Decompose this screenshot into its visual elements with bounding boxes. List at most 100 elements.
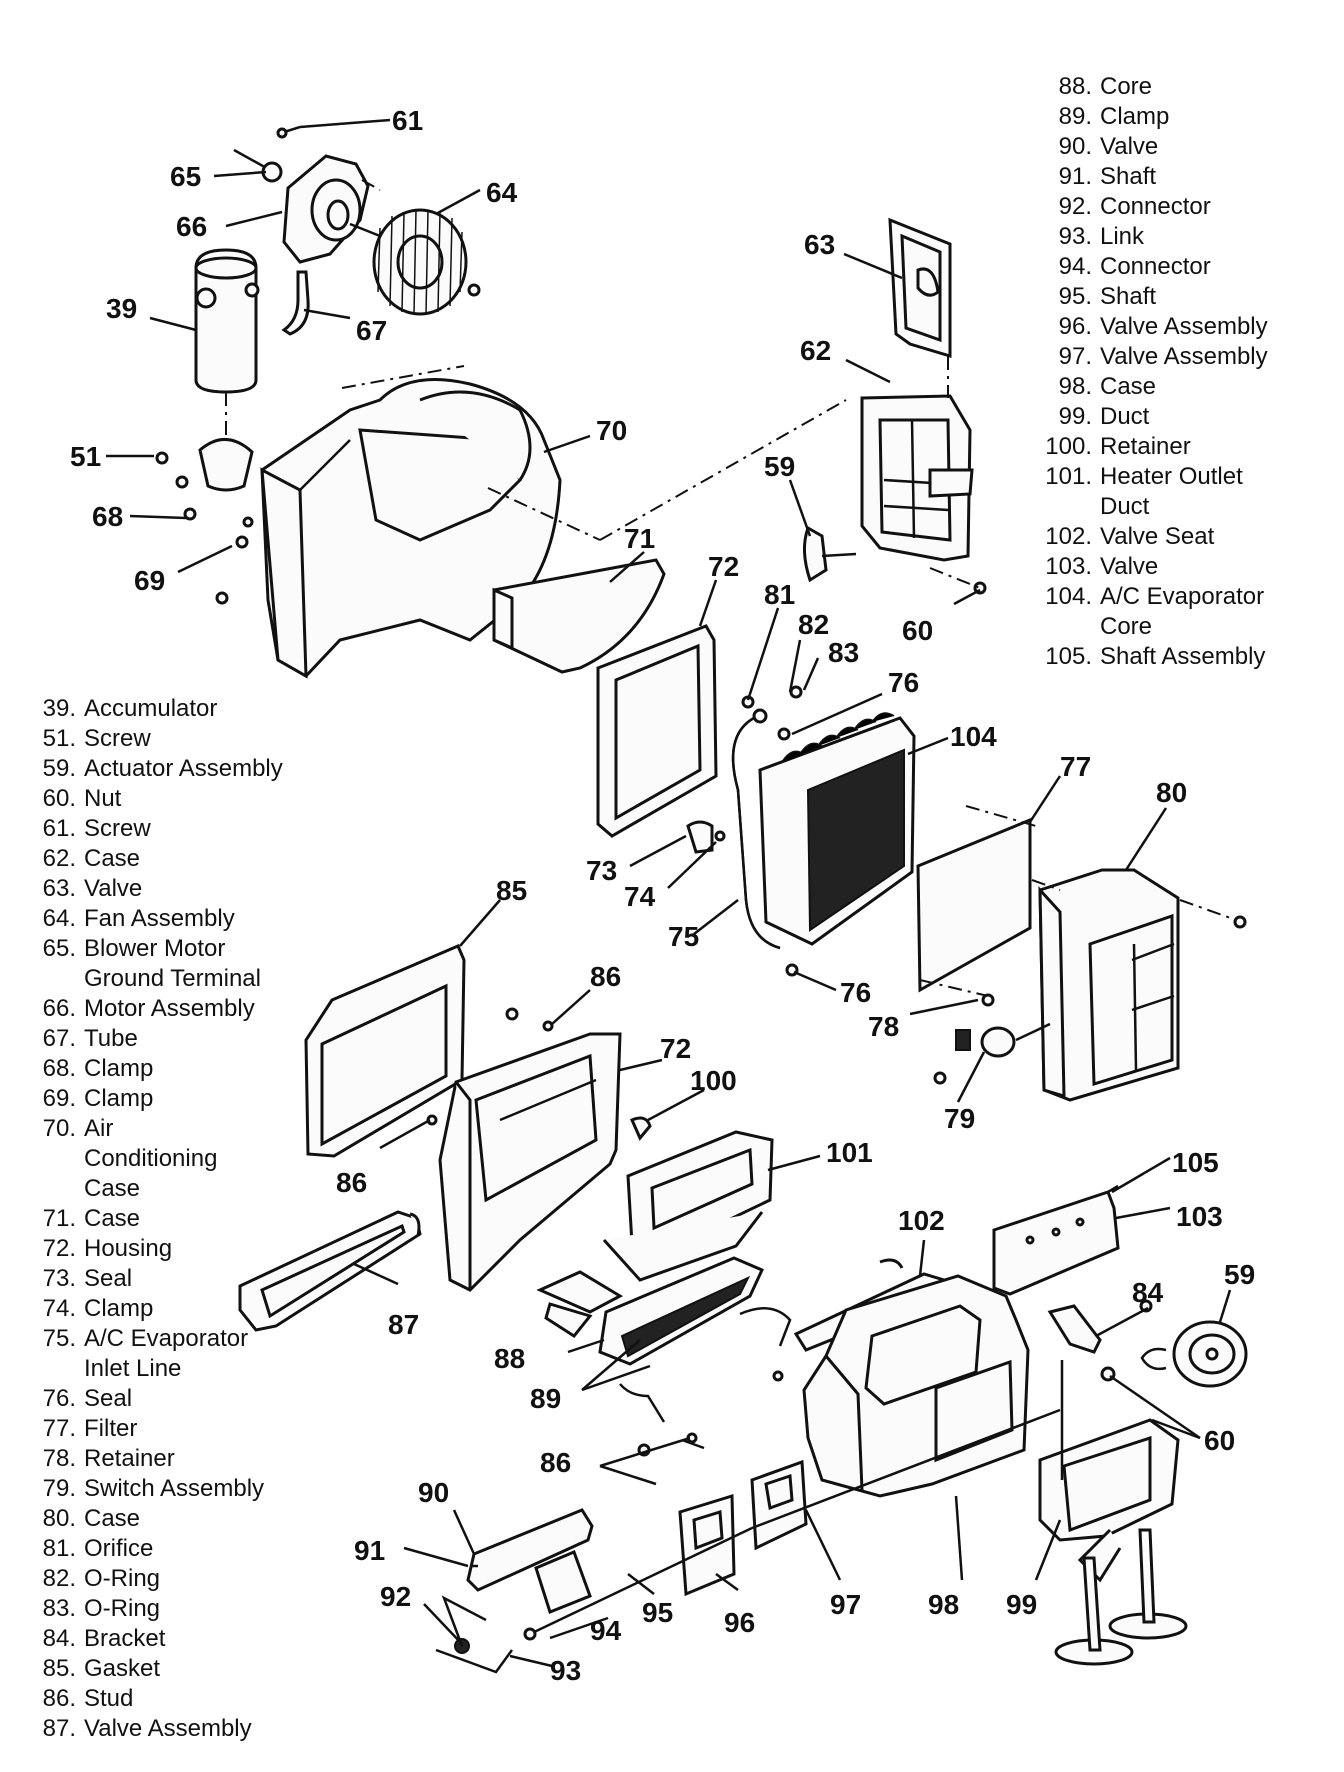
callout-75: 75 bbox=[668, 921, 699, 952]
callout-79: 79 bbox=[944, 1103, 975, 1134]
legend-item: 67.Tube bbox=[20, 1024, 283, 1054]
legend-item: 66.Motor Assembly bbox=[20, 994, 283, 1024]
legend-item-name: Accumulator bbox=[84, 695, 218, 722]
callout-101: 101 bbox=[826, 1137, 873, 1168]
part-65-ground-terminal bbox=[233, 148, 283, 183]
legend-item-name: Valve Assembly bbox=[1100, 313, 1268, 340]
legend-item-number: 64. bbox=[42, 905, 76, 932]
legend-item: 79.Switch Assembly bbox=[20, 1474, 283, 1504]
legend-item: 82.O-Ring bbox=[20, 1564, 283, 1594]
legend-item: 72.Housing bbox=[20, 1234, 283, 1264]
legend-item-name: Shaft bbox=[1100, 163, 1157, 190]
part-72-housing-lower bbox=[438, 1032, 622, 1292]
part-104-evaporator-core bbox=[758, 712, 916, 946]
legend-item-number: 66. bbox=[42, 995, 76, 1022]
part-88-core bbox=[536, 1256, 765, 1366]
legend-item: 95.Shaft bbox=[1030, 282, 1268, 312]
legend-item-name: Valve Seat bbox=[1100, 523, 1215, 550]
legend-item: 64. Fan Assembly bbox=[20, 904, 283, 934]
legend-item: 65.Blower Motor bbox=[20, 934, 283, 964]
legend-item-number: 62. bbox=[42, 845, 76, 872]
legend-item-number bbox=[1030, 612, 1092, 642]
legend-item-number: 79. bbox=[42, 1475, 76, 1502]
legend-item-number: 87. bbox=[42, 1715, 76, 1742]
legend-item-number: 97. bbox=[1058, 343, 1092, 370]
legend-item: 104.A/C Evaporator bbox=[1030, 582, 1268, 612]
legend-item-number: 91. bbox=[1058, 163, 1092, 190]
legend-item: 87. Valve Assembly bbox=[20, 1714, 283, 1744]
legend-item-number: 70. bbox=[42, 1115, 76, 1142]
callout-86-lower: 86 bbox=[540, 1447, 571, 1478]
legend-item: 74.Clamp bbox=[20, 1294, 283, 1324]
legend-item-name: Duct bbox=[1100, 493, 1150, 520]
callout-86-upper: 86 bbox=[590, 961, 621, 992]
part-84-bracket bbox=[1047, 1299, 1153, 1354]
legend-item-name: Case bbox=[84, 1175, 141, 1202]
part-63-valve bbox=[888, 217, 952, 359]
callout-72-lower: 72 bbox=[660, 1033, 691, 1064]
legend-item: 61.Screw bbox=[20, 814, 283, 844]
legend-item-name: Clamp bbox=[84, 1295, 154, 1322]
part-73-74-seal-clamp bbox=[686, 820, 726, 854]
legend-item: 80.Case bbox=[20, 1504, 283, 1534]
callout-67: 67 bbox=[356, 315, 387, 346]
legend-item-name: Screw bbox=[84, 725, 151, 752]
part-39-accumulator bbox=[194, 248, 260, 450]
legend-item-name: Blower Motor bbox=[84, 935, 226, 962]
legend-item-number: 69. bbox=[42, 1085, 76, 1112]
legend-item-number: 71. bbox=[42, 1205, 76, 1232]
legend-item: 88.Core bbox=[1030, 72, 1268, 102]
callout-96: 96 bbox=[724, 1607, 755, 1638]
callout-102: 102 bbox=[898, 1205, 945, 1236]
legend-item: 100.Retainer bbox=[1030, 432, 1268, 462]
legend-item-name: Fan Assembly bbox=[84, 905, 235, 932]
callout-51: 51 bbox=[70, 441, 101, 472]
legend-item-number: 101. bbox=[1045, 463, 1092, 490]
callout-93: 93 bbox=[550, 1655, 581, 1686]
legend-item-number: 82. bbox=[42, 1565, 76, 1592]
part-101-heater-outlet-duct bbox=[602, 1130, 774, 1282]
legend-item-number: 80. bbox=[42, 1505, 76, 1532]
callout-88: 88 bbox=[494, 1343, 525, 1374]
legend-item-number: 105. bbox=[1045, 643, 1092, 670]
part-98-case bbox=[802, 1274, 1030, 1498]
legend-item: 85.Gasket bbox=[20, 1654, 283, 1684]
legend-item-name: Clamp bbox=[84, 1055, 154, 1082]
callout-74: 74 bbox=[624, 881, 656, 912]
part-99-duct bbox=[1038, 1360, 1188, 1666]
legend-item-number bbox=[1030, 492, 1092, 522]
callout-100: 100 bbox=[690, 1065, 737, 1096]
legend-item-name: Orifice bbox=[84, 1535, 154, 1562]
legend-item-number: 68. bbox=[42, 1055, 76, 1082]
callout-64: 64 bbox=[486, 177, 518, 208]
legend-item-number: 86. bbox=[42, 1685, 76, 1712]
legend-item-number: 100. bbox=[1045, 433, 1092, 460]
legend-item: 73.Seal bbox=[20, 1264, 283, 1294]
part-78-retainer bbox=[981, 993, 995, 1007]
legend-item: 69.Clamp bbox=[20, 1084, 283, 1114]
legend-item: 94.Connector bbox=[1030, 252, 1268, 282]
legend-item-name: Shaft Assembly bbox=[1100, 643, 1266, 670]
callout-59-lower: 59 bbox=[1224, 1259, 1255, 1290]
part-90-valve bbox=[466, 1508, 594, 1614]
legend-item: 68. Clamp bbox=[20, 1054, 283, 1084]
part-66-motor-assembly bbox=[282, 154, 381, 264]
legend-item-number: 102. bbox=[1045, 523, 1092, 550]
legend-item-name: Filter bbox=[84, 1415, 138, 1442]
legend-item: Case bbox=[20, 1174, 283, 1204]
legend-item-number bbox=[20, 964, 76, 994]
legend-item-name: Stud bbox=[84, 1685, 134, 1712]
part-86-studs-upper bbox=[426, 1007, 554, 1126]
callout-73: 73 bbox=[586, 855, 617, 886]
legend-item: 98.Case bbox=[1030, 372, 1268, 402]
part-85-gasket bbox=[304, 944, 466, 1158]
part-100-retainer bbox=[630, 1116, 652, 1141]
legend-item-name: Screw bbox=[84, 815, 151, 842]
callout-65: 65 bbox=[170, 161, 201, 192]
callout-76-lower: 76 bbox=[840, 977, 871, 1008]
part-59-actuator-lower bbox=[1140, 1320, 1248, 1388]
legend-item-name: Valve Assembly bbox=[84, 1715, 252, 1742]
part-95-shaft bbox=[529, 1526, 753, 1636]
callout-98: 98 bbox=[928, 1589, 959, 1620]
